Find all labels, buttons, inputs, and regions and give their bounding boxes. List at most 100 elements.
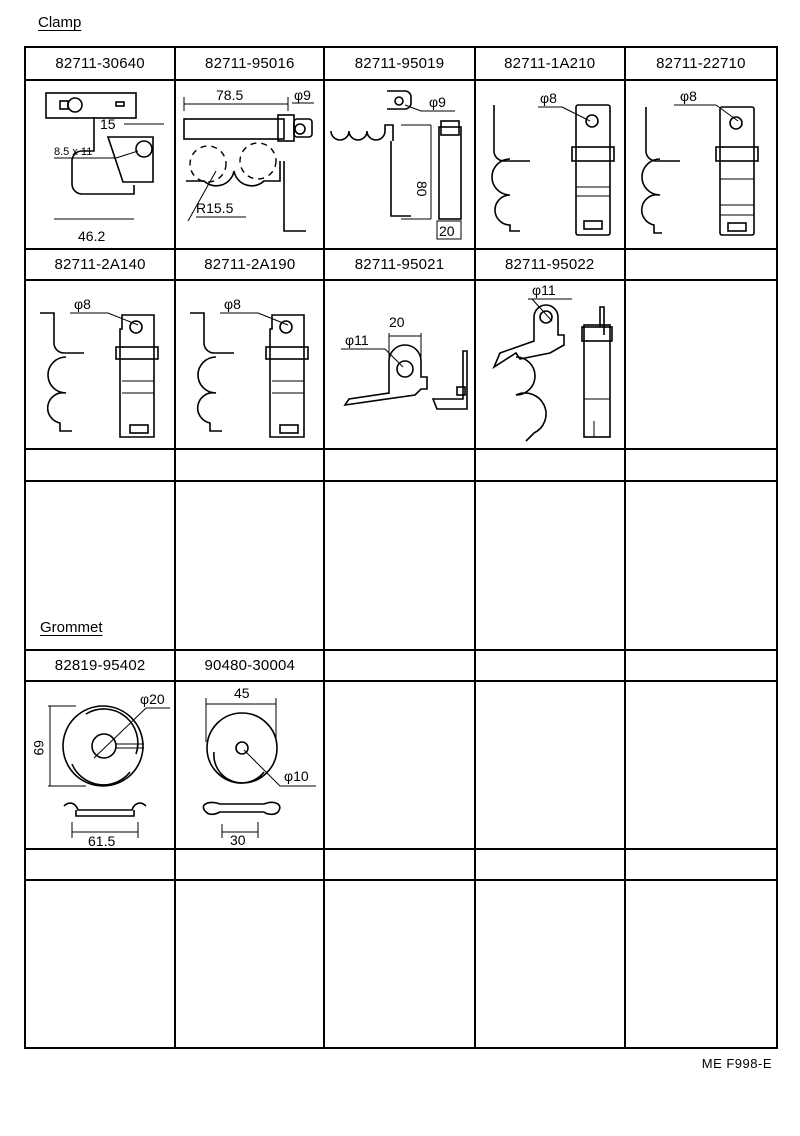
svg-text:80: 80 xyxy=(414,181,430,197)
svg-text:φ11: φ11 xyxy=(532,282,556,298)
part-number: 82711-95016 xyxy=(176,48,324,81)
part-cell: 82711-22710 φ8 xyxy=(625,48,776,250)
part-drawing: φ8 xyxy=(626,81,776,250)
part-drawing: 20 φ11 xyxy=(325,281,473,450)
grommet-row-2 xyxy=(26,848,776,1047)
part-cell: 82711-95016 78.5 φ9 xyxy=(176,48,326,250)
part-cell: 82819-95402 φ20 69 xyxy=(26,649,177,850)
part-number: 82711-95019 xyxy=(325,48,474,81)
part-number: 82711-2A140 xyxy=(26,250,175,281)
part-cell-empty xyxy=(475,448,626,651)
part-drawing xyxy=(476,682,624,850)
grommet-95402-drawing: φ20 69 61.5 xyxy=(31,691,170,849)
part-number xyxy=(625,651,776,682)
document-code: ME F998-E xyxy=(701,1056,772,1071)
part-number xyxy=(26,450,175,482)
part-number: 82711-2A190 xyxy=(176,250,324,281)
part-cell-empty xyxy=(625,248,776,450)
part-cell: 82711-2A140 φ8 xyxy=(26,248,177,450)
grommet-30004-drawing: 45 φ10 30 xyxy=(202,685,317,848)
part-drawing: φ11 xyxy=(476,281,624,450)
grommet-row-1: 82819-95402 φ20 69 xyxy=(26,649,776,850)
part-drawing xyxy=(325,482,473,651)
part-drawing xyxy=(476,482,624,651)
clamp-95021-drawing: 20 φ11 xyxy=(341,314,469,410)
part-cell-empty xyxy=(475,649,626,850)
part-drawing xyxy=(325,881,473,1049)
part-number: 82711-95021 xyxy=(325,250,474,281)
part-number: 82819-95402 xyxy=(26,651,175,682)
part-cell-empty xyxy=(625,649,776,850)
clamp-2a190-drawing: φ8 xyxy=(190,296,310,438)
part-drawing xyxy=(176,881,323,1049)
part-drawing xyxy=(626,281,776,450)
part-cell: 82711-30640 15 8.5 x 11 46.2 xyxy=(26,48,177,250)
part-number xyxy=(325,850,474,881)
part-drawing xyxy=(476,881,624,1049)
part-drawing: φ8 xyxy=(176,281,323,450)
clamp-row-3: Grommet xyxy=(26,448,776,649)
part-cell-empty xyxy=(325,448,476,651)
part-number xyxy=(325,450,474,482)
part-number xyxy=(625,850,776,881)
clamp-row-1: 82711-30640 15 8.5 x 11 46.2 xyxy=(26,48,776,248)
part-cell-empty xyxy=(176,848,326,1049)
svg-text:φ8: φ8 xyxy=(224,296,241,312)
part-cell-empty xyxy=(325,848,476,1049)
svg-text:20: 20 xyxy=(439,223,455,239)
svg-text:φ8: φ8 xyxy=(680,88,697,104)
part-drawing: Grommet xyxy=(26,482,174,651)
clamp-95016-drawing: 78.5 φ9 R15.5 xyxy=(183,87,315,232)
part-number: 82711-22710 xyxy=(625,48,776,81)
part-cell-empty xyxy=(176,448,326,649)
part-number: 82711-95022 xyxy=(475,250,624,281)
svg-text:φ11: φ11 xyxy=(345,332,369,348)
part-drawing xyxy=(626,682,776,850)
clamp-1a210-drawing: φ8 xyxy=(490,90,615,236)
part-drawing: φ8 xyxy=(26,281,174,450)
part-number xyxy=(625,250,776,281)
part-cell-empty xyxy=(26,848,177,1049)
part-number xyxy=(625,450,776,482)
part-drawing: φ9 80 20 xyxy=(325,81,473,250)
clamp-95022-drawing: φ11 xyxy=(491,282,613,442)
svg-text:φ8: φ8 xyxy=(74,296,91,312)
svg-text:46.2: 46.2 xyxy=(78,228,105,244)
svg-text:20: 20 xyxy=(389,314,405,330)
part-drawing xyxy=(325,682,473,850)
part-cell: 82711-95021 20 φ11 xyxy=(325,248,476,450)
svg-text:30: 30 xyxy=(230,832,246,848)
part-drawing xyxy=(626,482,776,651)
part-number: 90480-30004 xyxy=(176,651,324,682)
part-number xyxy=(176,450,324,482)
part-cell: 82711-2A190 φ8 xyxy=(176,248,326,450)
part-number: 82711-1A210 xyxy=(475,48,624,81)
part-number xyxy=(176,850,324,881)
grommet-section-title: Grommet xyxy=(40,619,103,636)
svg-text:45: 45 xyxy=(234,685,250,701)
part-number xyxy=(475,850,624,881)
part-cell: 82711-95022 φ11 xyxy=(475,248,626,450)
part-drawing: 15 8.5 x 11 46.2 xyxy=(26,81,174,250)
part-cell-empty xyxy=(325,649,476,850)
part-cell: 82711-95019 φ9 80 20 xyxy=(325,48,476,250)
part-drawing xyxy=(26,881,174,1049)
clamp-row-2: 82711-2A140 φ8 82711-2A190 xyxy=(26,248,776,448)
part-cell-empty xyxy=(625,848,776,1047)
svg-text:69: 69 xyxy=(31,740,47,756)
clamp-2a140-drawing: φ8 xyxy=(40,296,159,438)
part-number xyxy=(475,450,624,482)
part-cell: 90480-30004 45 φ10 30 xyxy=(176,649,326,848)
part-drawing: 78.5 φ9 R15.5 xyxy=(176,81,323,250)
part-drawing: φ20 69 61.5 xyxy=(26,682,174,850)
svg-text:φ20: φ20 xyxy=(140,691,165,707)
svg-text:8.5 x 11: 8.5 x 11 xyxy=(54,146,92,158)
part-cell-empty xyxy=(475,848,626,1049)
clamp-22710-drawing: φ8 xyxy=(640,88,759,236)
part-number xyxy=(475,651,624,682)
svg-text:R15.5: R15.5 xyxy=(196,200,234,216)
part-number: 82711-30640 xyxy=(26,48,175,81)
clamp-95019-drawing: φ9 80 20 xyxy=(330,90,463,240)
clamp-30640-drawing: 15 8.5 x 11 46.2 xyxy=(45,92,164,244)
part-number xyxy=(325,651,474,682)
